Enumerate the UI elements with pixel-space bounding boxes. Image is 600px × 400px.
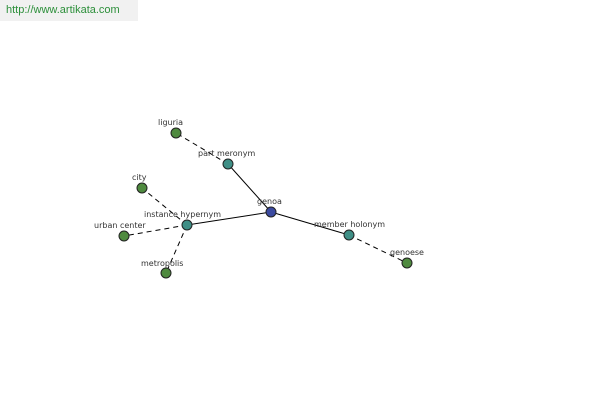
node-urban-center-dot[interactable]	[118, 230, 130, 242]
node-urban-center[interactable]: urban center	[94, 221, 146, 242]
node-member-holonym[interactable]: member holonym	[314, 220, 385, 241]
edge-genoa-part-meronym	[227, 163, 272, 213]
node-city-dot[interactable]	[136, 182, 148, 194]
node-instance-hypernym[interactable]: instance hypernym	[144, 210, 221, 231]
url-banner[interactable]: http://www.artikata.com	[0, 0, 138, 21]
node-instance-hypernym-dot[interactable]	[181, 219, 193, 231]
edge-genoa-member-holonym	[270, 211, 350, 236]
node-liguria-dot[interactable]	[170, 127, 182, 139]
node-metropolis-dot[interactable]	[160, 267, 172, 279]
node-instance-hypernym-label[interactable]: instance hypernym	[144, 210, 221, 219]
node-layer: liguria part meronym city genoa instance…	[94, 118, 424, 279]
node-member-holonym-label[interactable]: member holonym	[314, 220, 385, 229]
edge-part-meronym-liguria	[175, 132, 229, 165]
node-city-label[interactable]: city	[132, 173, 147, 182]
edge-genoa-instance-hypernym	[186, 211, 272, 226]
edge-layer	[123, 132, 408, 274]
node-genoese[interactable]: genoese	[390, 248, 424, 269]
node-genoese-label[interactable]: genoese	[390, 248, 424, 257]
node-part-meronym-dot[interactable]	[222, 158, 234, 170]
node-liguria[interactable]: liguria	[158, 118, 183, 139]
node-part-meronym-label[interactable]: part meronym	[198, 149, 255, 158]
node-genoa[interactable]: genoa	[257, 197, 282, 218]
node-metropolis-label[interactable]: metropolis	[141, 259, 183, 268]
node-genoa-label[interactable]: genoa	[257, 197, 282, 206]
node-genoa-dot[interactable]	[265, 206, 277, 218]
edge-instance-hypernym-urban-center	[123, 224, 188, 237]
edge-member-holonym-genoese	[348, 234, 408, 264]
node-member-holonym-dot[interactable]	[343, 229, 355, 241]
node-part-meronym[interactable]: part meronym	[198, 149, 255, 170]
node-urban-center-label[interactable]: urban center	[94, 221, 146, 230]
node-metropolis[interactable]: metropolis	[141, 259, 183, 279]
node-city[interactable]: city	[132, 173, 148, 194]
edge-instance-hypernym-city	[141, 187, 188, 226]
node-liguria-label[interactable]: liguria	[158, 118, 183, 127]
node-genoese-dot[interactable]	[401, 257, 413, 269]
